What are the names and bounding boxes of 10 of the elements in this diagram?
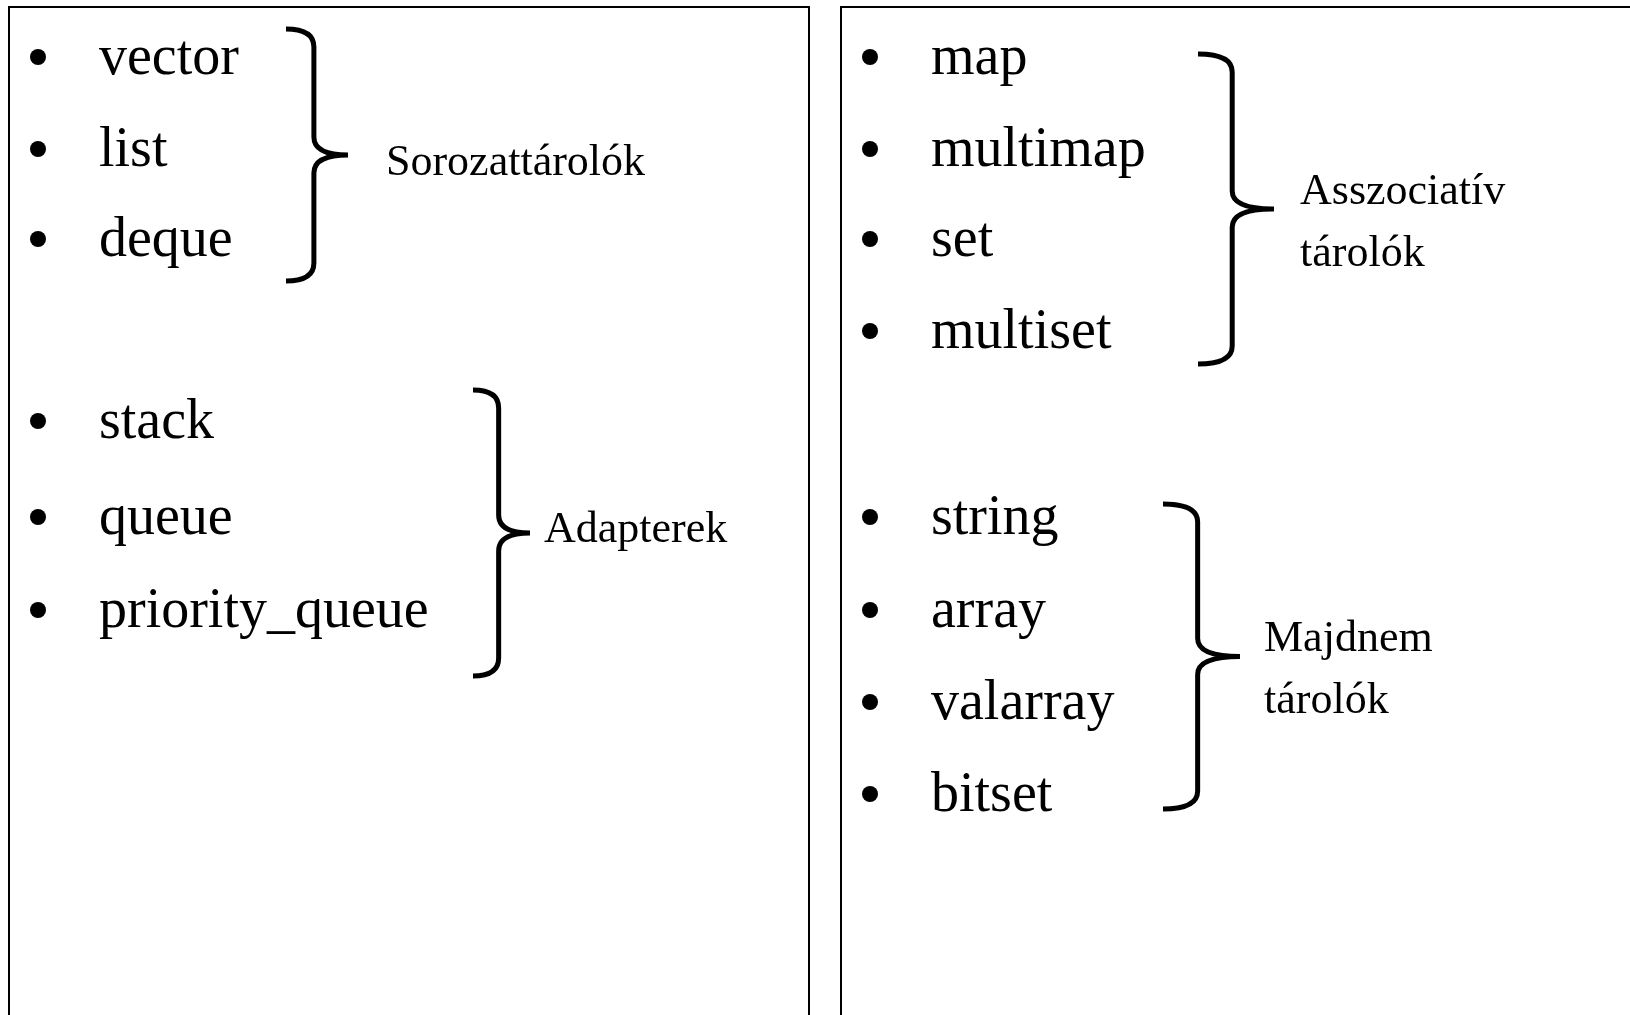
group-label: Asszociatív tárolók — [1300, 164, 1507, 278]
list-item: multiset — [931, 301, 1112, 357]
group-label: Adapterek — [544, 502, 729, 555]
list-item: list — [99, 119, 168, 175]
list-item: bitset — [931, 764, 1053, 820]
list-item: set — [931, 209, 994, 265]
group-label: Sorozattárolók — [386, 135, 647, 188]
list-item: vector — [99, 27, 239, 83]
list-item: stack — [99, 391, 215, 447]
group-label: Majdnem tárolók — [1264, 611, 1434, 725]
